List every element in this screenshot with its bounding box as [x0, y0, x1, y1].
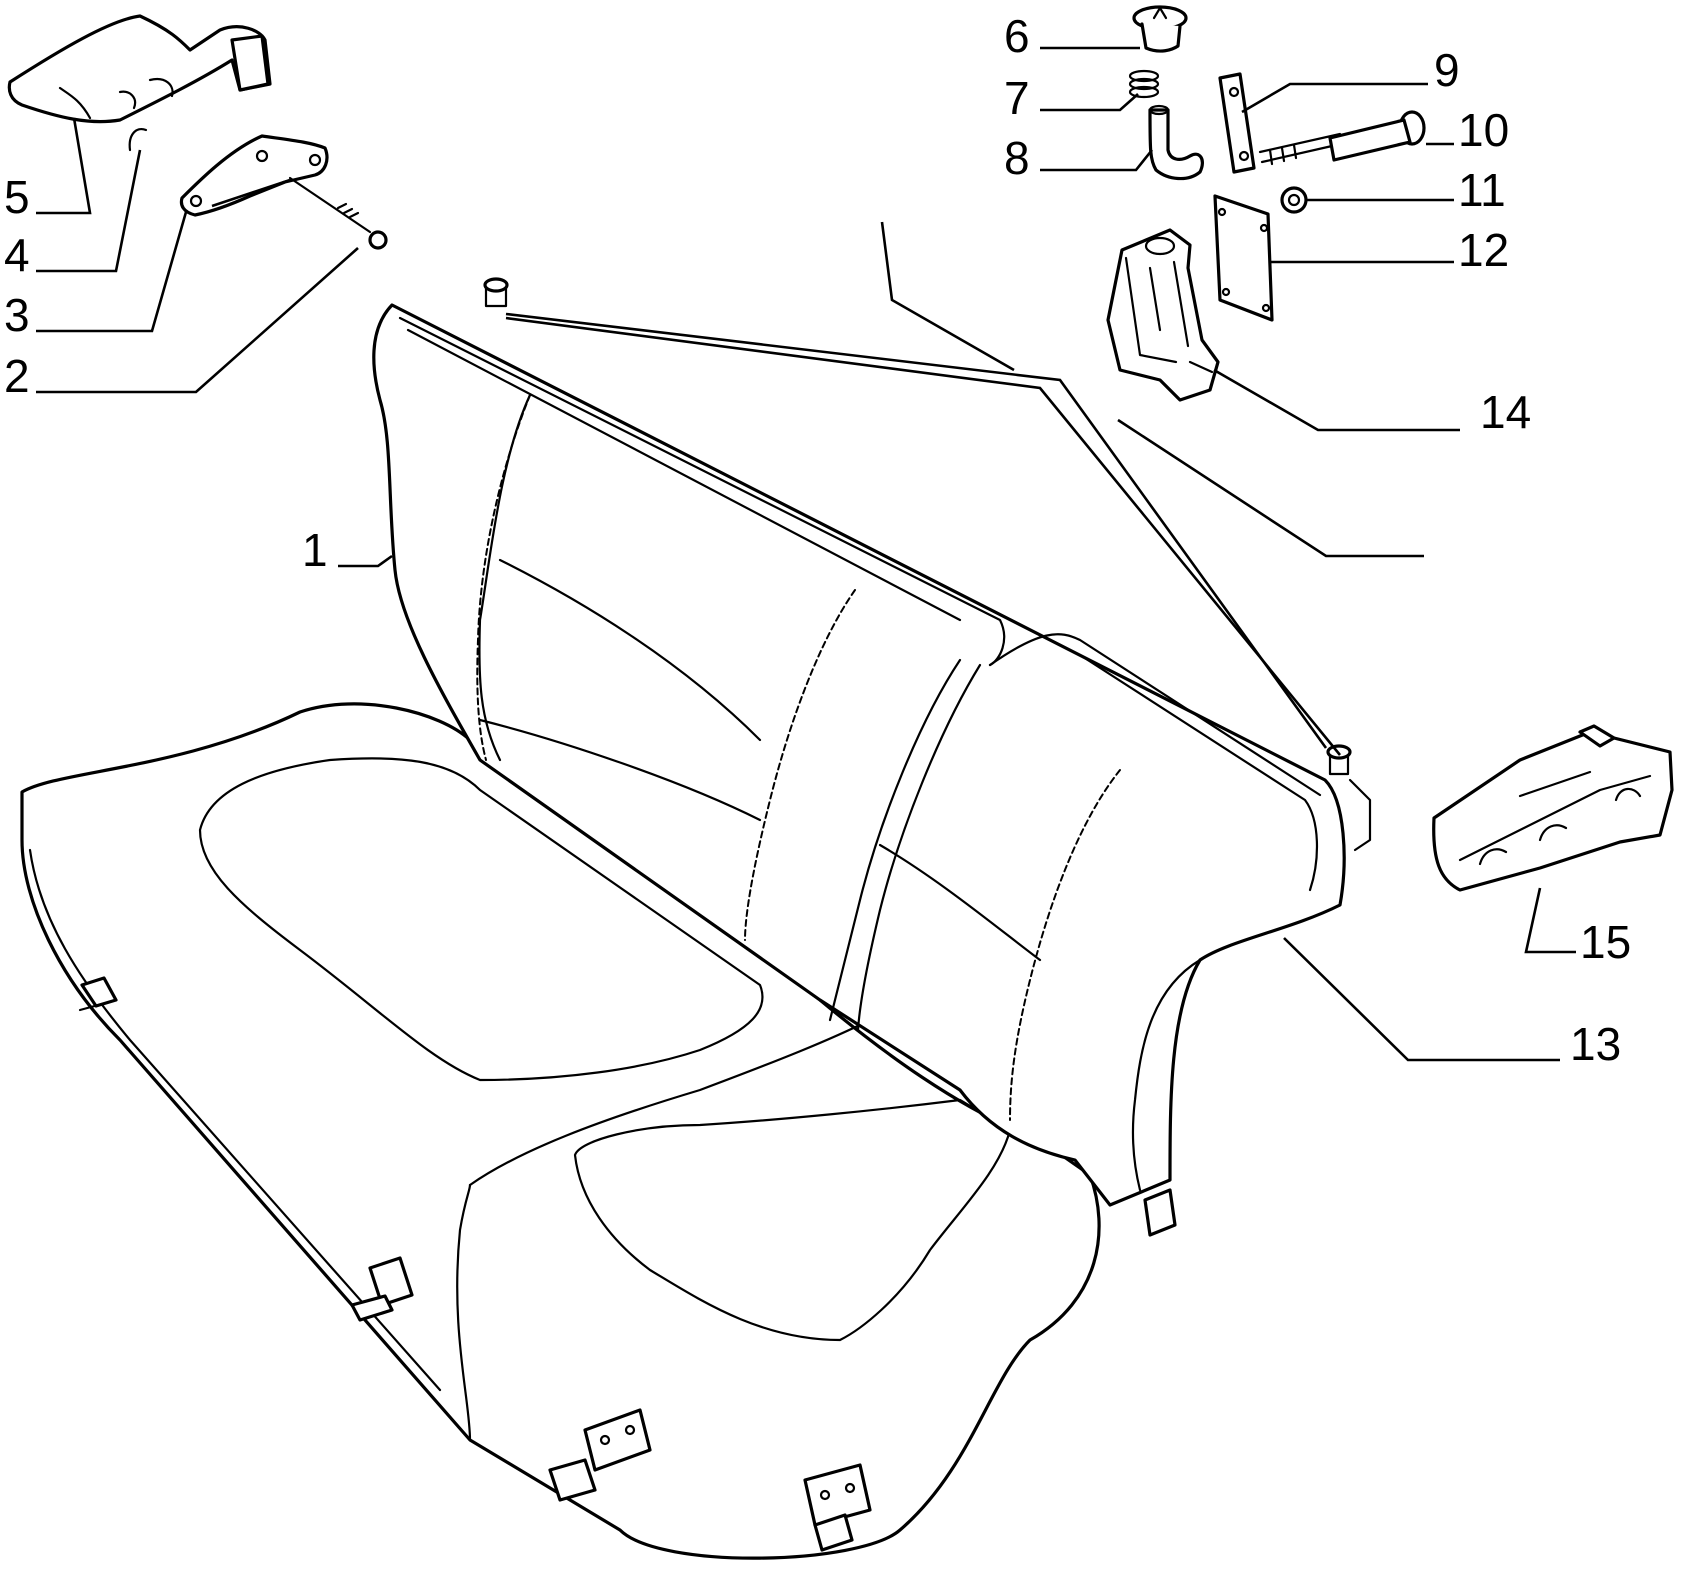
part-2-bolt — [288, 176, 388, 250]
callout-9: 9 — [1434, 44, 1460, 96]
seat-cushion — [20, 702, 1101, 1560]
callout-15: 15 — [1580, 916, 1631, 968]
backrest-left-pivot — [483, 277, 509, 308]
callout-11: 11 — [1458, 164, 1506, 216]
part-8-j-pin — [1148, 104, 1204, 181]
backrest-centre-divider-2 — [856, 663, 982, 1032]
cushion-hook-left — [78, 976, 118, 1012]
callout-12: 12 — [1458, 224, 1509, 276]
part-10-screw — [1258, 110, 1426, 166]
leader-7 — [1040, 93, 1139, 112]
cushion-left-top-panel — [198, 757, 764, 1082]
backrest-inner-border — [406, 328, 1318, 892]
leader-14 — [1213, 368, 1460, 432]
assembly-line-top-2 — [505, 312, 1328, 749]
assembly-line-right — [1117, 418, 1424, 558]
part-7-spring — [1128, 69, 1160, 99]
callout-6: 6 — [1004, 10, 1030, 62]
leader-13 — [1283, 937, 1560, 1062]
callout-10: 10 — [1458, 104, 1509, 156]
cushion-right-top-panel — [573, 1098, 1012, 1342]
backrest-left-panel — [478, 558, 762, 822]
leader-5 — [36, 117, 92, 215]
backrest-right-panel — [878, 843, 1042, 962]
part-5-hinge-cover — [7, 14, 272, 124]
part-4-wire-clip — [128, 127, 148, 152]
part-11-washer — [1280, 186, 1308, 214]
leader-4 — [36, 149, 142, 273]
callout-13: 13 — [1570, 1018, 1621, 1070]
leader-9 — [1241, 82, 1428, 114]
leader-3 — [36, 178, 291, 333]
callout-7: 7 — [1004, 72, 1030, 124]
assembly-line-top-3 — [505, 316, 1342, 756]
callout-2: 2 — [4, 350, 30, 402]
assembly-line-top-1 — [880, 221, 1015, 372]
callout-14: 14 — [1480, 386, 1531, 438]
cushion-lower-edge — [28, 848, 442, 1392]
leader-1 — [338, 554, 393, 568]
rear-seat-assembly — [20, 277, 1372, 1560]
leader-8 — [1040, 149, 1154, 172]
backrest-centre-left-seam — [744, 589, 856, 941]
backrest-centre-divider — [828, 658, 962, 1022]
callout-8: 8 — [1004, 132, 1030, 184]
seat-backrest — [372, 303, 1346, 1207]
part-14-hinge-bracket — [1106, 228, 1220, 402]
callout-3: 3 — [4, 289, 30, 341]
callout-4: 4 — [4, 229, 30, 281]
backrest-top-edge-right — [988, 633, 1322, 797]
cushion-hook-right — [803, 1463, 872, 1552]
leader-15 — [1524, 887, 1576, 954]
part-9-strap — [1218, 72, 1256, 174]
cushion-front-edge — [456, 1183, 472, 1442]
callout-1: 1 — [302, 524, 328, 576]
cushion-center-seam — [468, 1018, 872, 1187]
callout-labels: 1 2 3 4 5 6 7 8 9 10 11 12 13 14 15 — [4, 10, 1631, 1070]
cushion-hook-front — [548, 1408, 652, 1502]
part-12-plate — [1213, 194, 1274, 322]
leader-lines — [36, 46, 1576, 1062]
callout-5: 5 — [4, 171, 30, 223]
leader-2 — [36, 247, 359, 394]
part-15-trim-cover — [1432, 724, 1674, 892]
backrest-left-seam — [476, 394, 531, 761]
part-3-mounting-bracket — [179, 134, 329, 217]
backrest-right-seam — [1009, 769, 1121, 1121]
backrest-right-bolster — [1131, 958, 1202, 1192]
backrest-side-hook — [1143, 1188, 1177, 1237]
cushion-hook-middle — [350, 1256, 414, 1322]
part-6-cap — [1132, 5, 1188, 53]
